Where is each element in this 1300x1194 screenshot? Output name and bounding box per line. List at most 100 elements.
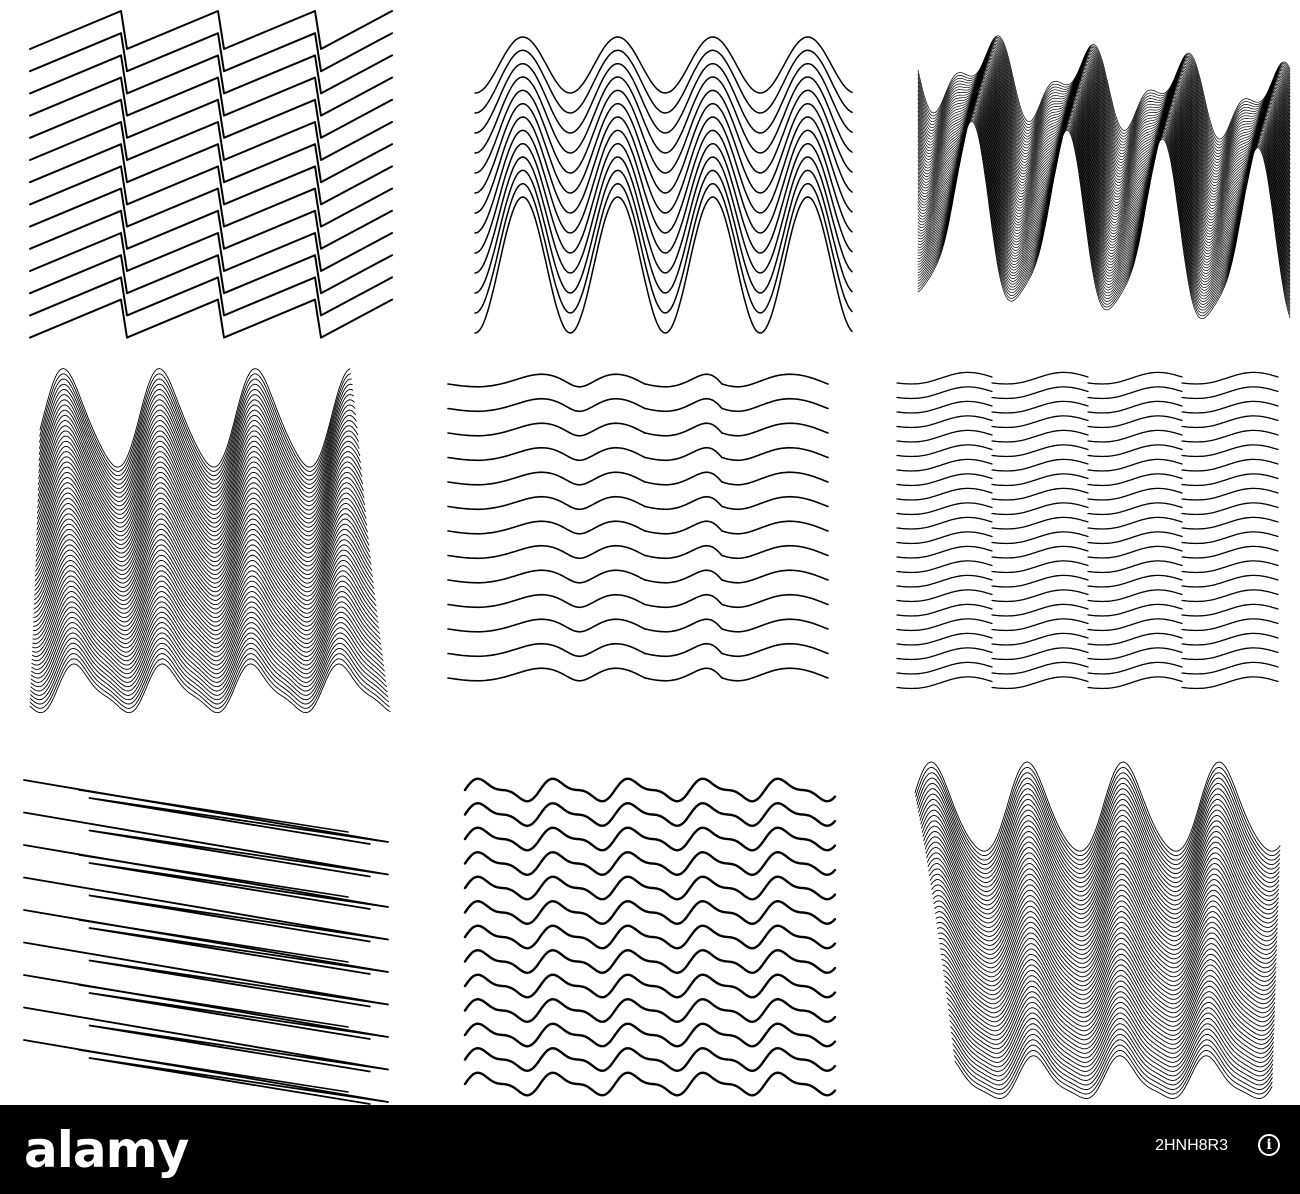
wave-line — [917, 94, 1291, 263]
wave-line — [934, 905, 1277, 973]
wave-line — [35, 487, 367, 567]
wave-line — [917, 83, 1291, 241]
wave-line — [991, 516, 1089, 530]
wave-line — [474, 142, 853, 254]
wave-line — [721, 446, 829, 462]
wave-line — [991, 574, 1089, 588]
wave-line — [29, 254, 393, 295]
wave-line — [932, 889, 1277, 960]
wave-line — [23, 811, 389, 878]
wave-line — [917, 112, 1291, 303]
wave-line — [991, 386, 1089, 400]
wave-line — [39, 368, 351, 468]
wave-line — [896, 545, 993, 559]
wave-line — [36, 445, 361, 533]
wave-line — [947, 1001, 1274, 1054]
wave-line — [937, 932, 1276, 996]
wave-line — [896, 502, 993, 516]
wave-line — [917, 106, 1291, 288]
wave-line — [32, 580, 380, 644]
wave-line — [954, 1055, 1273, 1099]
wave-line — [33, 559, 377, 627]
image-id-label: 2HNH8R3 — [1155, 1137, 1228, 1154]
brand-wordmark: alamy — [24, 1120, 189, 1179]
wave-line — [569, 471, 646, 486]
wave-line — [31, 601, 383, 662]
wave-line — [721, 642, 829, 658]
wave-line — [569, 642, 646, 658]
alamy-logo: alamy — [24, 1113, 264, 1186]
wave-line — [36, 456, 363, 541]
wave-line — [23, 1006, 389, 1073]
wave-line — [30, 642, 388, 696]
wave-line — [1087, 458, 1183, 472]
wave-line — [39, 378, 352, 477]
wave-line — [917, 117, 1291, 311]
wave-line — [924, 836, 1279, 915]
wave-line — [917, 98, 1291, 272]
wave-line — [896, 618, 993, 632]
wave-line — [569, 593, 646, 609]
wave-line — [33, 554, 376, 623]
wave-line — [1087, 531, 1183, 545]
wave-line — [463, 802, 837, 827]
wave-line — [644, 618, 723, 633]
wave-line — [1181, 429, 1279, 443]
wave-line — [447, 544, 571, 560]
wave-line — [932, 895, 1277, 964]
wave-line — [447, 569, 571, 584]
wave-line — [78, 1049, 349, 1093]
wave-line — [32, 591, 381, 653]
wave-line — [31, 616, 385, 675]
wave-line — [447, 593, 571, 609]
wave-line — [569, 618, 646, 633]
wave-line — [917, 36, 1291, 143]
wave-line — [933, 900, 1277, 969]
wave-line — [463, 949, 837, 974]
wave-line — [1181, 531, 1279, 545]
wave-line — [474, 182, 853, 314]
wave-line — [919, 798, 1280, 884]
wave-line — [644, 569, 723, 584]
wave-line — [721, 495, 829, 511]
wave-line — [474, 116, 853, 214]
wave-line — [474, 89, 853, 174]
wave-line — [1087, 603, 1183, 617]
wave-line — [32, 575, 379, 640]
wave-line — [991, 632, 1089, 646]
wave-line — [1181, 400, 1279, 414]
wave-line — [1181, 371, 1279, 385]
wave-line — [950, 1023, 1274, 1072]
wave-line — [34, 502, 369, 580]
wave-line — [896, 473, 993, 487]
wave-line — [33, 544, 375, 614]
wave-line — [917, 119, 1291, 317]
wave-line — [916, 777, 1281, 866]
wave-line — [447, 495, 571, 511]
wave-line — [33, 539, 374, 610]
wave-line — [1181, 632, 1279, 646]
wave-line — [38, 394, 354, 490]
wave-line — [447, 618, 571, 633]
wave-line — [34, 508, 370, 584]
wave-line — [463, 998, 837, 1023]
wave-line — [474, 76, 853, 154]
wave-line — [463, 1022, 837, 1048]
wave-line — [991, 589, 1089, 603]
wave-line — [29, 276, 393, 317]
wave-line — [991, 560, 1089, 574]
wave-line — [949, 1017, 1274, 1068]
wave-line — [721, 397, 829, 413]
wave-line — [946, 996, 1275, 1050]
wave-line — [721, 569, 829, 584]
wave-line — [447, 446, 571, 462]
wave-line — [917, 90, 1291, 255]
wave-line — [991, 473, 1089, 487]
wave-line — [33, 534, 373, 606]
wave-line — [1087, 444, 1183, 458]
wave-line — [926, 852, 1278, 928]
draped-fabric-waves-panel — [29, 368, 391, 714]
wave-line — [1181, 516, 1279, 530]
wave-line — [35, 497, 368, 576]
wave-line — [36, 461, 364, 545]
